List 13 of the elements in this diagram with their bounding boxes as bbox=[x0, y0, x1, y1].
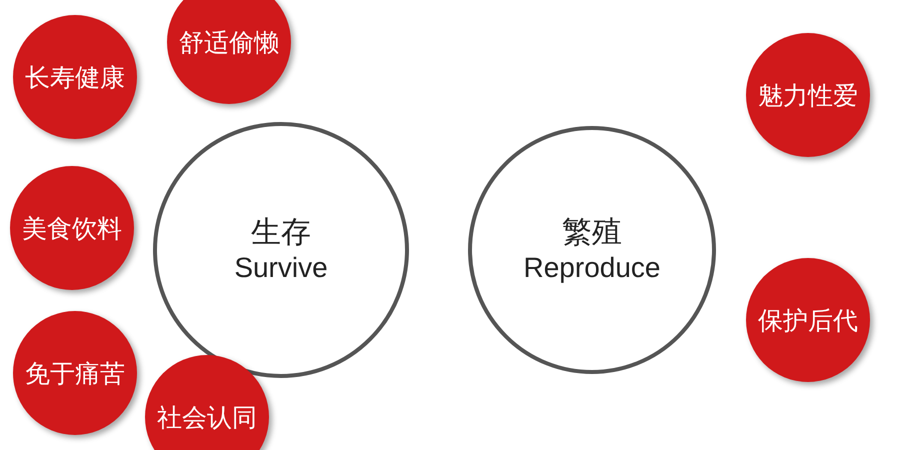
circle-label: 美食饮料 bbox=[22, 212, 122, 244]
circle-subtitle: Reproduce bbox=[524, 251, 660, 285]
circle-label: 魅力性爱 bbox=[758, 80, 858, 112]
circle-title: 生存 bbox=[251, 215, 311, 252]
circle-title: 繁殖 bbox=[562, 215, 622, 252]
circle-subtitle: Survive bbox=[234, 251, 328, 285]
circle-label: 舒适偷懒 bbox=[179, 26, 279, 58]
need-circle bbox=[145, 355, 269, 450]
circle-label: 长寿健康 bbox=[25, 62, 125, 94]
need-circle bbox=[167, 0, 291, 104]
circle-label: 保护后代 bbox=[758, 304, 858, 336]
circle-label: 免于痛苦 bbox=[25, 358, 125, 390]
circle-label: 社会认同 bbox=[157, 402, 257, 434]
